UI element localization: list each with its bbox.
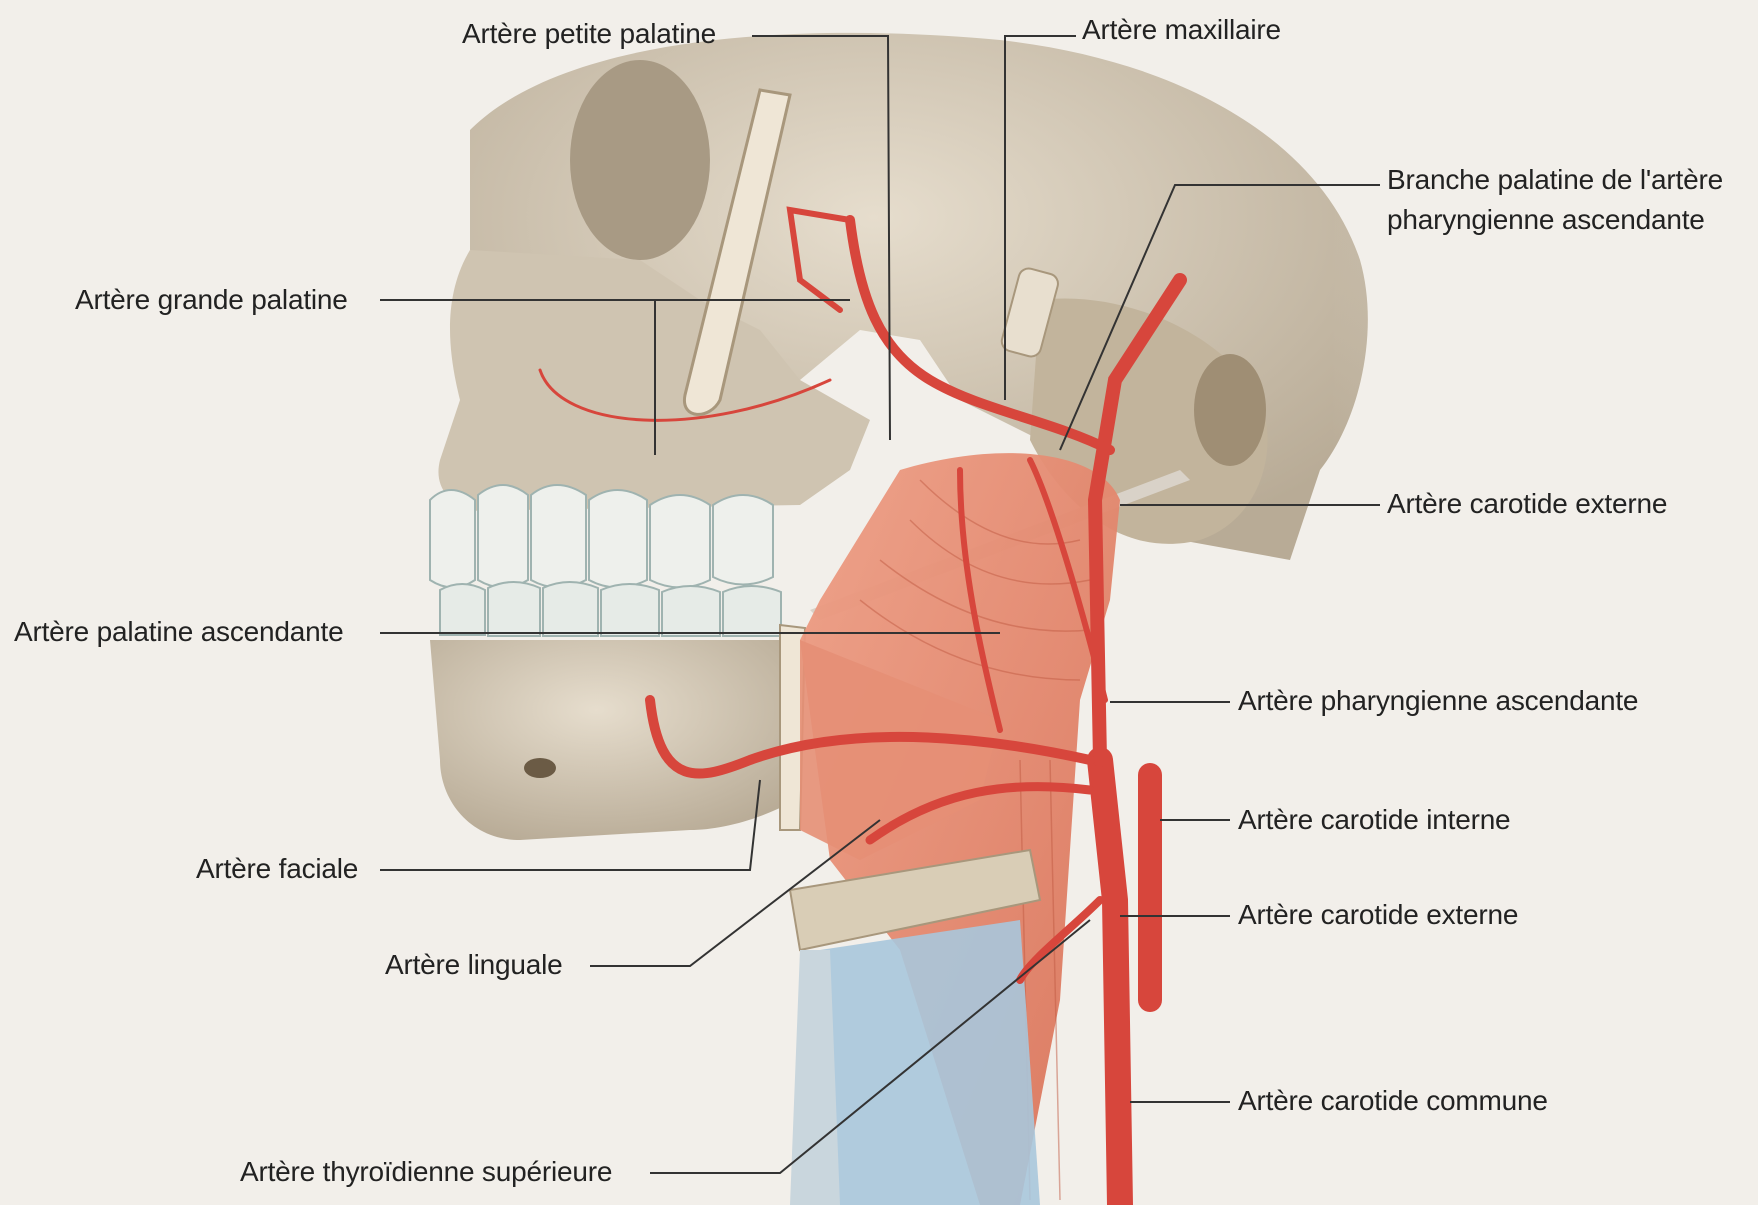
thyroid-cartilage — [820, 920, 1040, 1205]
mandible — [430, 640, 800, 840]
label-artere-grande-palatine: Artère grande palatine — [75, 284, 348, 316]
label-branche-palatine-line1: Branche palatine de l'artère — [1387, 160, 1758, 200]
upper-teeth — [430, 485, 773, 588]
label-artere-carotide-interne: Artère carotide interne — [1238, 804, 1510, 836]
label-artere-pharyngienne-ascendante: Artère pharyngienne ascendante — [1238, 685, 1638, 717]
label-artere-palatine-ascendante: Artère palatine ascendante — [14, 616, 343, 648]
label-artere-linguale: Artère linguale — [385, 949, 563, 981]
label-artere-carotide-externe-upper: Artère carotide externe — [1387, 488, 1667, 520]
label-artere-carotide-commune: Artère carotide commune — [1238, 1085, 1548, 1117]
common-carotid-artery — [1100, 760, 1120, 1205]
lower-teeth — [440, 582, 781, 636]
ear-canal — [1194, 354, 1266, 466]
label-artere-thyroidienne-superieure: Artère thyroïdienne supérieure — [240, 1156, 612, 1188]
label-artere-carotide-externe-lower: Artère carotide externe — [1238, 899, 1518, 931]
label-branche-palatine: Branche palatine de l'artère pharyngienn… — [1387, 160, 1758, 240]
label-artere-petite-palatine: Artère petite palatine — [462, 18, 716, 50]
label-branche-palatine-line2: pharyngienne ascendante — [1387, 200, 1758, 240]
label-artere-maxillaire: Artère maxillaire — [1082, 14, 1281, 46]
mental-foramen — [524, 758, 556, 778]
label-artere-faciale: Artère faciale — [196, 853, 358, 885]
orbit — [570, 60, 710, 260]
